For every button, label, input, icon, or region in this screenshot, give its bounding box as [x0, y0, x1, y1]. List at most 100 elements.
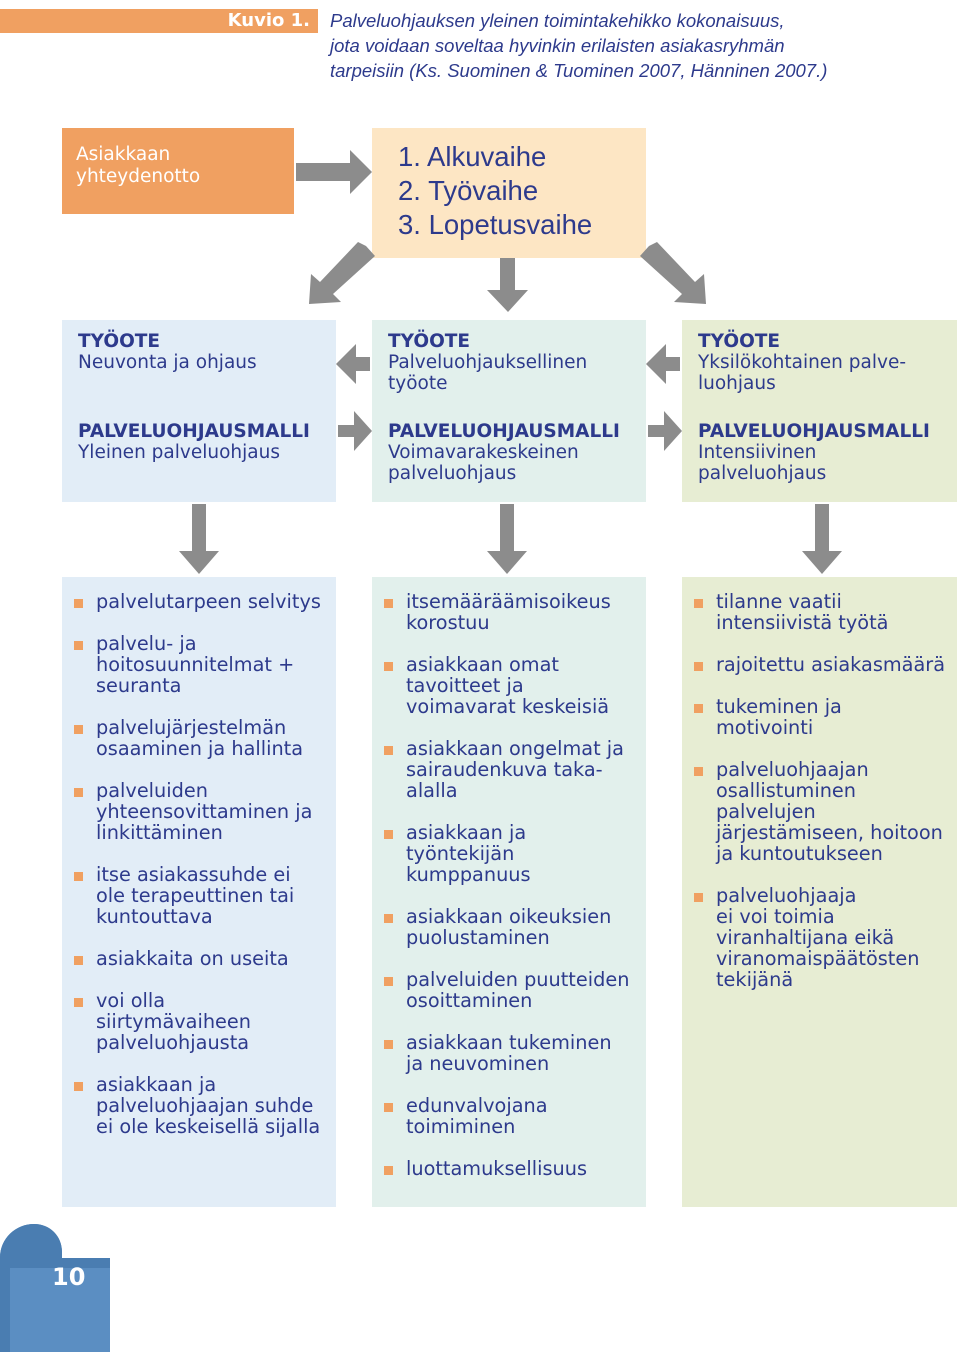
- list-item-line: hoitosuunnitelmat +: [96, 653, 295, 676]
- tyoote-line: työote: [388, 373, 448, 394]
- arrow-down-left-icon: [309, 242, 375, 304]
- list-item-line: tavoitteet ja: [406, 674, 524, 697]
- list-item-line: osallistuminen: [716, 779, 856, 802]
- caption-line: Palveluohjauksen yleinen toimintakehikko…: [330, 10, 785, 31]
- list-item-line: viranhaltijana eikä: [716, 926, 895, 949]
- arrow-right-icon: [338, 411, 372, 451]
- list-item-line: kuntouttava: [96, 905, 213, 928]
- list-item-line: linkittäminen: [96, 821, 223, 844]
- model-section: PALVELUOHJAUSMALLI Yleinen palveluohjaus: [78, 421, 326, 463]
- tyoote-line: Neuvonta ja ohjaus: [78, 352, 257, 373]
- list-item: luottamuksellisuus: [384, 1157, 636, 1180]
- list-item-line: tekijänä: [716, 968, 794, 991]
- method-box-intensive: TYÖOTE Yksilökohtainen palve- luohjaus P…: [682, 320, 957, 502]
- list-item-line: ei voi toimia: [716, 905, 835, 928]
- caption-line: tarpeisiin (Ks. Suominen & Tuominen 2007…: [330, 60, 828, 81]
- arrow-down-right-icon: [640, 242, 706, 304]
- list-item-line: palvelujen: [716, 800, 816, 823]
- list-item-line: luottamuksellisuus: [406, 1157, 587, 1180]
- list-item-line: asiakkaan ja: [406, 821, 527, 844]
- list-item-line: edunvalvojana: [406, 1094, 548, 1117]
- list-item-line: järjestämiseen, hoitoon: [716, 821, 943, 844]
- list-item-line: palveluiden puutteiden: [406, 968, 630, 991]
- list-item-line: toimiminen: [406, 1115, 516, 1138]
- model-section: PALVELUOHJAUSMALLI Intensiivinen palvelu…: [698, 421, 947, 484]
- list-item-line: asiakkaan tukeminen: [406, 1031, 612, 1054]
- tyoote-heading: TYÖOTE: [78, 331, 161, 352]
- list-item-line: motivointi: [716, 716, 814, 739]
- model-line: palveluohjaus: [698, 463, 827, 484]
- list-item-line: alalla: [406, 779, 458, 802]
- list-item-line: asiakkaan ongelmat ja: [406, 737, 624, 760]
- list-item-line: asiakkaan omat: [406, 653, 559, 676]
- list-item: asiakkaita on useita: [74, 948, 326, 969]
- model-line: Intensiivinen: [698, 442, 817, 463]
- model-heading: PALVELUOHJAUSMALLI: [78, 421, 310, 442]
- list-item-line: seuranta: [96, 674, 182, 697]
- list-item-line: palveluohjaaja: [716, 884, 857, 907]
- list-item-line: voimavarat keskeisiä: [406, 695, 610, 718]
- list-item-line: itsemääräämisoikeus: [406, 590, 611, 613]
- list-item-line: viranomaispäätösten: [716, 947, 920, 970]
- phase-item: 2. Työvaihe: [398, 175, 539, 206]
- arrow-down-icon: [487, 504, 527, 574]
- model-heading: PALVELUOHJAUSMALLI: [698, 421, 930, 442]
- list-item-line: ole terapeuttinen tai: [96, 884, 295, 907]
- page-number: 10: [52, 1263, 86, 1291]
- list-item-line: työntekijän: [406, 842, 515, 865]
- list-item-line: palveluohjausta: [96, 1031, 250, 1054]
- list-item-line: kumppanuus: [406, 863, 531, 886]
- list-item-line: palveluohjaajan suhde: [96, 1094, 314, 1117]
- model-line: palveluohjaus: [388, 463, 517, 484]
- list-item-line: palveluiden: [96, 779, 208, 802]
- contact-line: yhteydenotto: [76, 166, 201, 187]
- phases-box: 1. Alkuvaihe 2. Työvaihe 3. Lopetusvaihe: [372, 128, 646, 258]
- list-item-line: itse asiakassuhde ei: [96, 863, 291, 886]
- tyoote-line: Yksilökohtainen palve-: [698, 352, 907, 373]
- list-item-line: ja neuvominen: [406, 1052, 550, 1075]
- tyoote-heading: TYÖOTE: [698, 331, 781, 352]
- list-item-line: rajoitettu asiakasmäärä: [716, 653, 946, 676]
- arrow-down-icon: [802, 504, 842, 574]
- tyoote-line: luohjaus: [698, 373, 776, 394]
- list-item-line: sairaudenkuva taka-: [406, 758, 603, 781]
- list-item-line: intensiivistä työtä: [716, 611, 889, 634]
- model-line: Yleinen palveluohjaus: [78, 442, 280, 463]
- list-item-line: asiakkaan ja: [96, 1073, 217, 1096]
- list-item-line: tukeminen ja: [716, 695, 842, 718]
- phase-item: 1. Alkuvaihe: [398, 141, 547, 172]
- flow-arrows: [179, 150, 842, 574]
- list-item-line: voi olla siirtymävaiheen: [96, 989, 252, 1033]
- arrow-right-icon: [296, 150, 372, 194]
- method-box-resource: TYÖOTE Palveluohjauksellinen työote PALV…: [372, 320, 646, 502]
- list-item-line: osoittaminen: [406, 989, 533, 1012]
- model-line: Voimavarakeskeinen: [388, 442, 579, 463]
- arrow-left-icon: [646, 344, 680, 384]
- figure-caption: Palveluohjauksen yleinen toimintakehikko…: [330, 8, 930, 83]
- caption-line: jota voidaan soveltaa hyvinkin erilaiste…: [330, 35, 785, 56]
- method-box-general: TYÖOTE Neuvonta ja ohjaus PALVELUOHJAUSM…: [62, 320, 336, 502]
- list-item-line: yhteensovittaminen ja: [96, 800, 313, 823]
- list-item-line: korostuu: [406, 611, 490, 634]
- list-item-line: tilanne vaatii: [716, 590, 842, 613]
- list-item-line: palvelutarpeen selvitys: [96, 590, 321, 613]
